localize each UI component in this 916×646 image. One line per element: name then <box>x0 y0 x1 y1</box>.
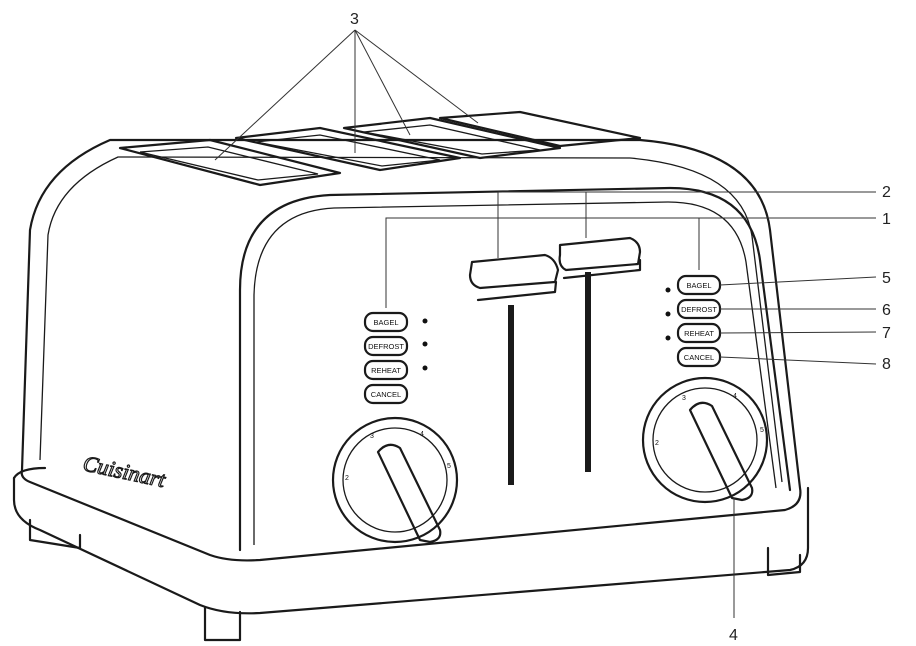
callout-4: 4 <box>729 627 738 644</box>
callouts: 3 2 1 5 6 7 8 4 <box>350 11 891 644</box>
left-cancel-button[interactable] <box>363 383 409 405</box>
left-bagel-label: BAGEL <box>373 318 398 327</box>
right-dial-tick: 4 <box>733 393 737 400</box>
left-dial-tick: 2 <box>345 475 349 482</box>
levers <box>468 236 642 485</box>
callout-3: 3 <box>350 11 359 28</box>
right-defrost-label: DEFROST <box>681 305 717 314</box>
right-indicator-light <box>665 311 671 317</box>
right-indicator-light <box>665 287 671 293</box>
callout-6: 6 <box>882 302 891 319</box>
left-dial-tick: 5 <box>447 463 451 470</box>
callout-5: 5 <box>882 270 891 287</box>
left-reheat-button[interactable] <box>363 359 409 381</box>
right-dial-tick: 5 <box>760 427 764 434</box>
left-cancel-label: CANCEL <box>371 390 401 399</box>
callout-8: 8 <box>882 356 891 373</box>
right-browning-dial[interactable]: 2 3 4 5 <box>641 376 769 504</box>
left-bagel-button[interactable] <box>363 311 409 333</box>
leader-lines <box>214 29 877 618</box>
bread-slots <box>118 110 642 187</box>
left-defrost-button[interactable] <box>363 335 409 357</box>
right-dial-tick: 3 <box>682 395 686 402</box>
left-dial-tick: 3 <box>370 433 374 440</box>
left-dial-tick: 4 <box>420 431 424 438</box>
left-controls: BAGEL DEFROST REHEAT CANCEL <box>363 311 428 405</box>
right-cancel-label: CANCEL <box>684 353 714 362</box>
right-dial-tick: 2 <box>655 440 659 447</box>
left-browning-dial[interactable]: 2 3 4 5 <box>331 416 459 544</box>
right-indicator-light <box>665 335 671 341</box>
right-bagel-label: BAGEL <box>686 281 711 290</box>
toaster-body <box>20 138 802 562</box>
right-reheat-label: REHEAT <box>684 329 714 338</box>
lever-left[interactable] <box>468 253 560 290</box>
callout-7: 7 <box>882 325 891 342</box>
callout-2: 2 <box>882 184 891 201</box>
left-indicator-light <box>422 341 428 347</box>
left-reheat-label: REHEAT <box>371 366 401 375</box>
lever-right[interactable] <box>558 236 642 272</box>
right-controls: BAGEL DEFROST REHEAT CANCEL <box>665 274 722 368</box>
brand-logo: Cuisinart <box>81 450 168 492</box>
callout-1: 1 <box>882 211 891 228</box>
left-indicator-light <box>422 318 428 324</box>
left-indicator-light <box>422 365 428 371</box>
toaster-base <box>12 466 810 642</box>
left-defrost-label: DEFROST <box>368 342 404 351</box>
